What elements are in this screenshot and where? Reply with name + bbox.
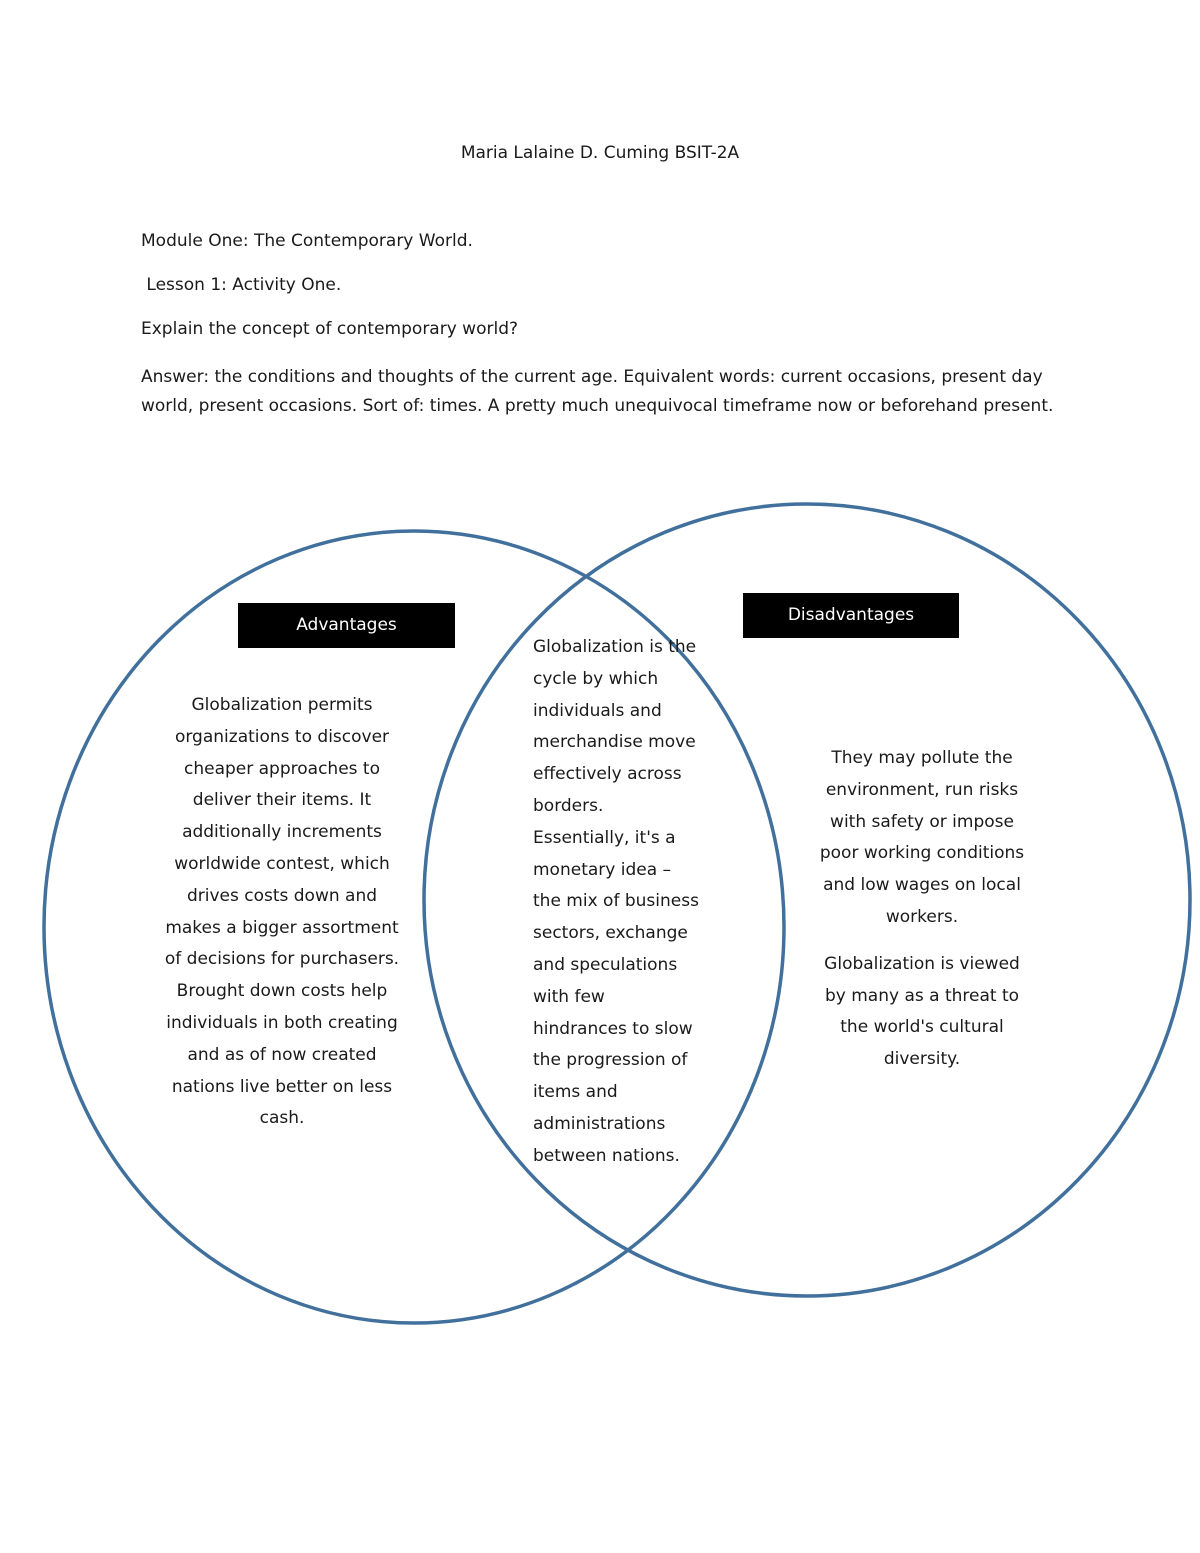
answer-text: Answer: the conditions and thoughts of t… [141, 367, 1054, 416]
module-title: Module One: The Contemporary World. [141, 231, 473, 251]
disadvantages-paragraph-2: Globalization is viewed by many as a thr… [824, 953, 1020, 1070]
lesson-title: Lesson 1: Activity One. [141, 275, 342, 295]
advantages-label: Advantages [238, 603, 455, 648]
author-line: Maria Lalaine D. Cuming BSIT-2A [460, 143, 740, 163]
venn-circle-left [42, 529, 786, 1325]
disadvantages-paragraph-1: They may pollute the environment, run ri… [819, 748, 1025, 927]
overlap-text: Globalization is the cycle by which indi… [533, 637, 699, 1166]
advantages-text: Globalization permits organizations to d… [164, 695, 400, 1129]
question-text: Explain the concept of contemporary worl… [141, 319, 519, 339]
disadvantages-text: They may pollute the environment, run ri… [812, 743, 1032, 1091]
disadvantages-label: Disadvantages [743, 593, 959, 638]
venn-circle-right [422, 502, 1192, 1298]
